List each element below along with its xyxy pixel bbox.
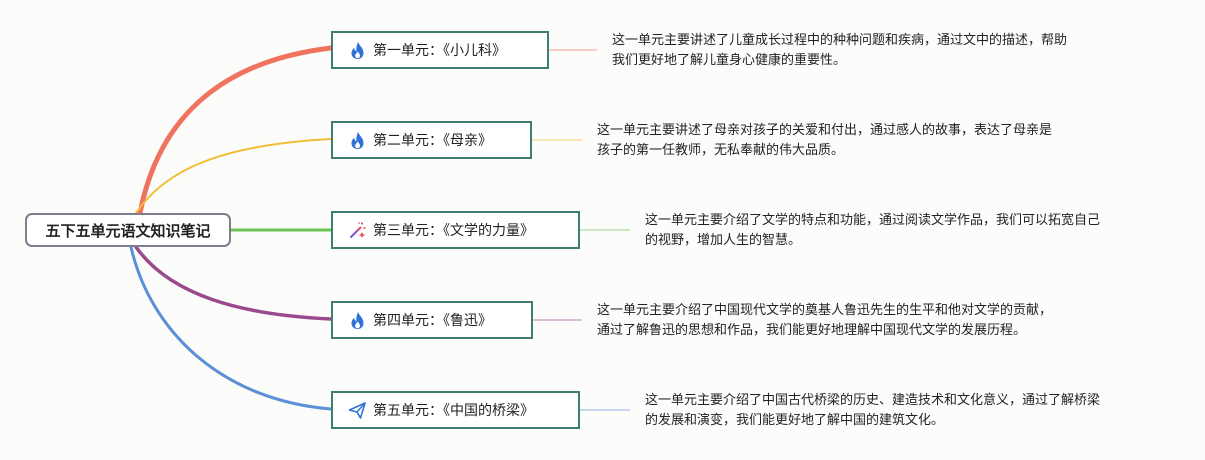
description-line: 这一单元主要介绍了文学的特点和功能，通过阅读文学作品，我们可以拓宽自己 [645, 213, 1101, 228]
branch-connector [129, 245, 333, 411]
branch-description[interactable]: 这一单元主要介绍了中国古代桥梁的历史、建造技术和文化意义，通过了解桥梁的发展和演… [645, 391, 1100, 431]
description-line: 孩子的第一任教师，无私奉献的伟大品质。 [597, 143, 845, 158]
root-topic-label: 五下五单元语文知识笔记 [45, 221, 211, 240]
root-topic[interactable]: 五下五单元语文知识笔记 [25, 213, 231, 247]
fire-icon [347, 130, 367, 150]
branch-topic[interactable]: 第四单元：《鲁迅》 [331, 301, 533, 339]
fire-icon [347, 310, 367, 330]
branch-topic[interactable]: 第五单元：《中国的桥梁》 [331, 391, 580, 429]
branch-topic[interactable]: 第二单元：《母亲》 [331, 121, 532, 159]
description-line: 的发展和演变，我们能更好地了解中国的建筑文化。 [645, 413, 945, 428]
branch-topic-label: 第五单元：《中国的桥梁》 [373, 403, 534, 419]
description-line: 的视野，增加人生的智慧。 [645, 233, 802, 248]
magic-wand-icon [347, 220, 367, 240]
branch-topic-label: 第四单元：《鲁迅》 [373, 313, 492, 329]
branch-description[interactable]: 这一单元主要介绍了中国现代文学的奠基人鲁迅先生的生平和他对文学的贡献， 通过了解鲁… [597, 301, 1052, 341]
description-line: 我们更好地了解儿童身心健康的重要性。 [612, 53, 847, 68]
description-line: 这一单元主要讲述了母亲对孩子的关爱和付出，通过感人的故事，表达了母亲是 [597, 123, 1053, 138]
branch-connector [135, 138, 332, 214]
branch-topic[interactable]: 第三单元：《文学的力量》 [331, 211, 580, 249]
branch-description[interactable]: 这一单元主要讲述了儿童成长过程中的种种问题和疾病，通过文中的描述，帮助我们更好地… [612, 31, 1067, 71]
branch-topic[interactable]: 第一单元：《小儿科》 [331, 31, 549, 69]
fire-icon [347, 40, 367, 60]
description-line: 通过了解鲁迅的思想和作品，我们能更好地理解中国现代文学的发展历程。 [597, 323, 1027, 338]
branch-description[interactable]: 这一单元主要介绍了文学的特点和功能，通过阅读文学作品，我们可以拓宽自己的视野，增… [645, 211, 1100, 251]
description-line: 这一单元主要介绍了中国现代文学的奠基人鲁迅先生的生平和他对文学的贡献， [597, 303, 1053, 318]
paper-plane-icon [347, 400, 367, 420]
branch-connector [134, 245, 333, 321]
branch-topic-label: 第二单元：《母亲》 [373, 133, 492, 149]
branch-topic-label: 第一单元：《小儿科》 [373, 43, 506, 59]
branch-topic-label: 第三单元：《文学的力量》 [373, 223, 534, 239]
branch-connector [137, 45, 334, 216]
branch-description[interactable]: 这一单元主要讲述了母亲对孩子的关爱和付出，通过感人的故事，表达了母亲是孩子的第一… [597, 121, 1052, 161]
description-line: 这一单元主要介绍了中国古代桥梁的历史、建造技术和文化意义，通过了解桥梁 [645, 393, 1101, 408]
description-line: 这一单元主要讲述了儿童成长过程中的种种问题和疾病，通过文中的描述，帮助 [612, 33, 1068, 48]
